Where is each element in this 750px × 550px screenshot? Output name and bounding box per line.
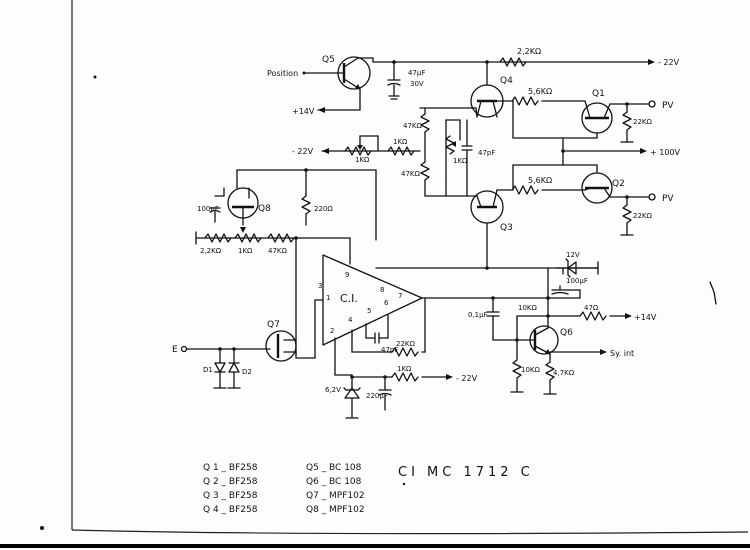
label-ci: C.I. — [340, 292, 358, 305]
label-c-47pf-top: 47pF — [478, 149, 495, 157]
q4-q1-stage: Q4 5,6KΩ Q1 PV 22KΩ + 100V — [470, 61, 681, 166]
label-30v: 30V — [410, 80, 424, 88]
q8-stage: Q8 220Ω 100µF 2,2KΩ 1KΩ 47KΩ — [195, 169, 377, 356]
schematic-label: 9 — [345, 271, 349, 279]
rail-pos14-q6: +14V — [634, 313, 657, 322]
transistor-q7-body — [265, 330, 297, 362]
ci-opamp: C.I. 9 8 7 6 5 4 2 1 3 47pF 22KΩ — [314, 254, 599, 376]
label-r-2k2-q8: 2,2KΩ — [200, 247, 222, 255]
label-q5: Q5 — [322, 55, 335, 65]
schematic-label: 3 — [318, 282, 322, 290]
label-c-47pf-ci: 47pF — [381, 346, 398, 354]
label-d1: D1 — [203, 366, 213, 374]
schematic-label: 2 — [330, 327, 334, 335]
label-r-47k-a: 47KΩ — [403, 122, 422, 130]
parts-list: Q 1 _ BF258 Q 2 _ BF258 Q 3 _ BF258 Q 4 … — [203, 463, 534, 515]
label-zener-62v: 6,2V — [325, 386, 341, 394]
rail-neg22-bottom: - 22V — [456, 374, 478, 383]
parts-ic: CI MC 1712 C — [398, 465, 534, 480]
rail-pos14-q5: +14V — [292, 107, 315, 116]
label-q8: Q8 — [258, 204, 271, 214]
label-d2: D2 — [242, 368, 252, 376]
zener-62-stage: 6,2V - 22V 1KΩ 220µF — [325, 365, 478, 419]
parts-q7: Q7 _ MPF102 — [306, 491, 365, 501]
label-r-5k6-top: 5,6KΩ — [528, 87, 552, 96]
label-c47uf: 47µF — [408, 69, 425, 77]
label-sy-int: Sy. int — [610, 349, 634, 358]
label-r-1k-bottom: 1KΩ — [397, 365, 412, 373]
schematic-label: 1 — [326, 294, 330, 302]
label-q3: Q3 — [500, 223, 513, 233]
parts-q4: Q 4 _ BF258 — [203, 505, 258, 515]
q7-stage: E Q7 D1 D2 — [172, 320, 316, 389]
label-r-5k6-bottom: 5,6KΩ — [528, 176, 552, 185]
parts-q2: Q 2 _ BF258 — [203, 477, 258, 487]
label-r-22k-q1: 22KΩ — [633, 118, 652, 126]
label-r-47k-b: 47KΩ — [401, 170, 420, 178]
label-q1: Q1 — [592, 89, 605, 99]
rail-pos100: + 100V — [650, 148, 681, 157]
q6-stage: 12V 100µF 0,1µF 10KΩ +14V 47Ω Q6 — [468, 251, 657, 395]
label-q2: Q2 — [612, 179, 625, 189]
label-position: Position — [267, 69, 298, 78]
schematic-label: 8 — [380, 286, 384, 294]
label-r-47k-q8: 47KΩ — [268, 247, 287, 255]
label-c-100uf-12v: 100µF — [566, 277, 588, 285]
label-pot-1k-b: 1KΩ — [453, 157, 468, 165]
bias-network: - 22V 1KΩ 1KΩ 47KΩ 47KΩ 1KΩ 47pF — [292, 107, 495, 197]
rail-neg22-left: - 22V — [292, 147, 314, 156]
parts-q6: Q6 _ BC 108 — [306, 477, 362, 487]
label-r-2k2-top: 2,2KΩ — [517, 47, 541, 56]
label-r-10k-a: 10KΩ — [518, 304, 537, 312]
label-r-10k-b: 10KΩ — [521, 366, 540, 374]
label-r-1k-a: 1KΩ — [393, 138, 408, 146]
label-zener-12v: 12V — [566, 251, 580, 259]
schematic-label: 7 — [398, 292, 402, 300]
parts-q3: Q 3 _ BF258 — [203, 491, 258, 501]
label-q6: Q6 — [560, 328, 573, 338]
label-pot-1k-q8: 1KΩ — [238, 247, 253, 255]
label-pv-top: PV — [662, 101, 674, 111]
label-q4: Q4 — [500, 76, 513, 86]
transistor-q2-body — [581, 172, 613, 204]
label-pot-1k-a: 1KΩ — [355, 156, 370, 164]
schematic-label: 6 — [384, 299, 389, 307]
schematic-label: 4 — [348, 316, 353, 324]
label-r-22k-ci: 22KΩ — [396, 340, 415, 348]
label-input-e: E — [172, 345, 178, 355]
rail-neg22-top: - 22V — [658, 58, 680, 67]
label-c-01uf: 0,1µF — [468, 311, 488, 319]
label-r-47: 47Ω — [584, 304, 599, 312]
transistor-q6-body — [529, 325, 559, 355]
q3-q2-stage: Q3 5,6KΩ Q2 PV 22KΩ — [470, 164, 674, 269]
label-pv-bottom: PV — [662, 194, 674, 204]
parts-q8: Q8 _ MPF102 — [306, 505, 365, 515]
label-r-220: 220Ω — [314, 205, 333, 213]
label-c-100uf-q8: 100µF — [197, 205, 219, 213]
label-c-220uf: 220µF — [366, 392, 388, 400]
label-r-4k7: 4,7KΩ — [553, 369, 575, 377]
parts-q1: Q 1 _ BF258 — [203, 463, 258, 473]
label-r-22k-q2: 22KΩ — [633, 212, 652, 220]
label-q7: Q7 — [267, 320, 280, 330]
junctions — [218, 60, 629, 379]
schematic-label: 5 — [367, 307, 371, 315]
parts-q5: Q5 _ BC 108 — [306, 463, 362, 473]
q5-stage: - 22V 2,2KΩ Q5 Position +14V 47µF 30V — [267, 47, 680, 116]
